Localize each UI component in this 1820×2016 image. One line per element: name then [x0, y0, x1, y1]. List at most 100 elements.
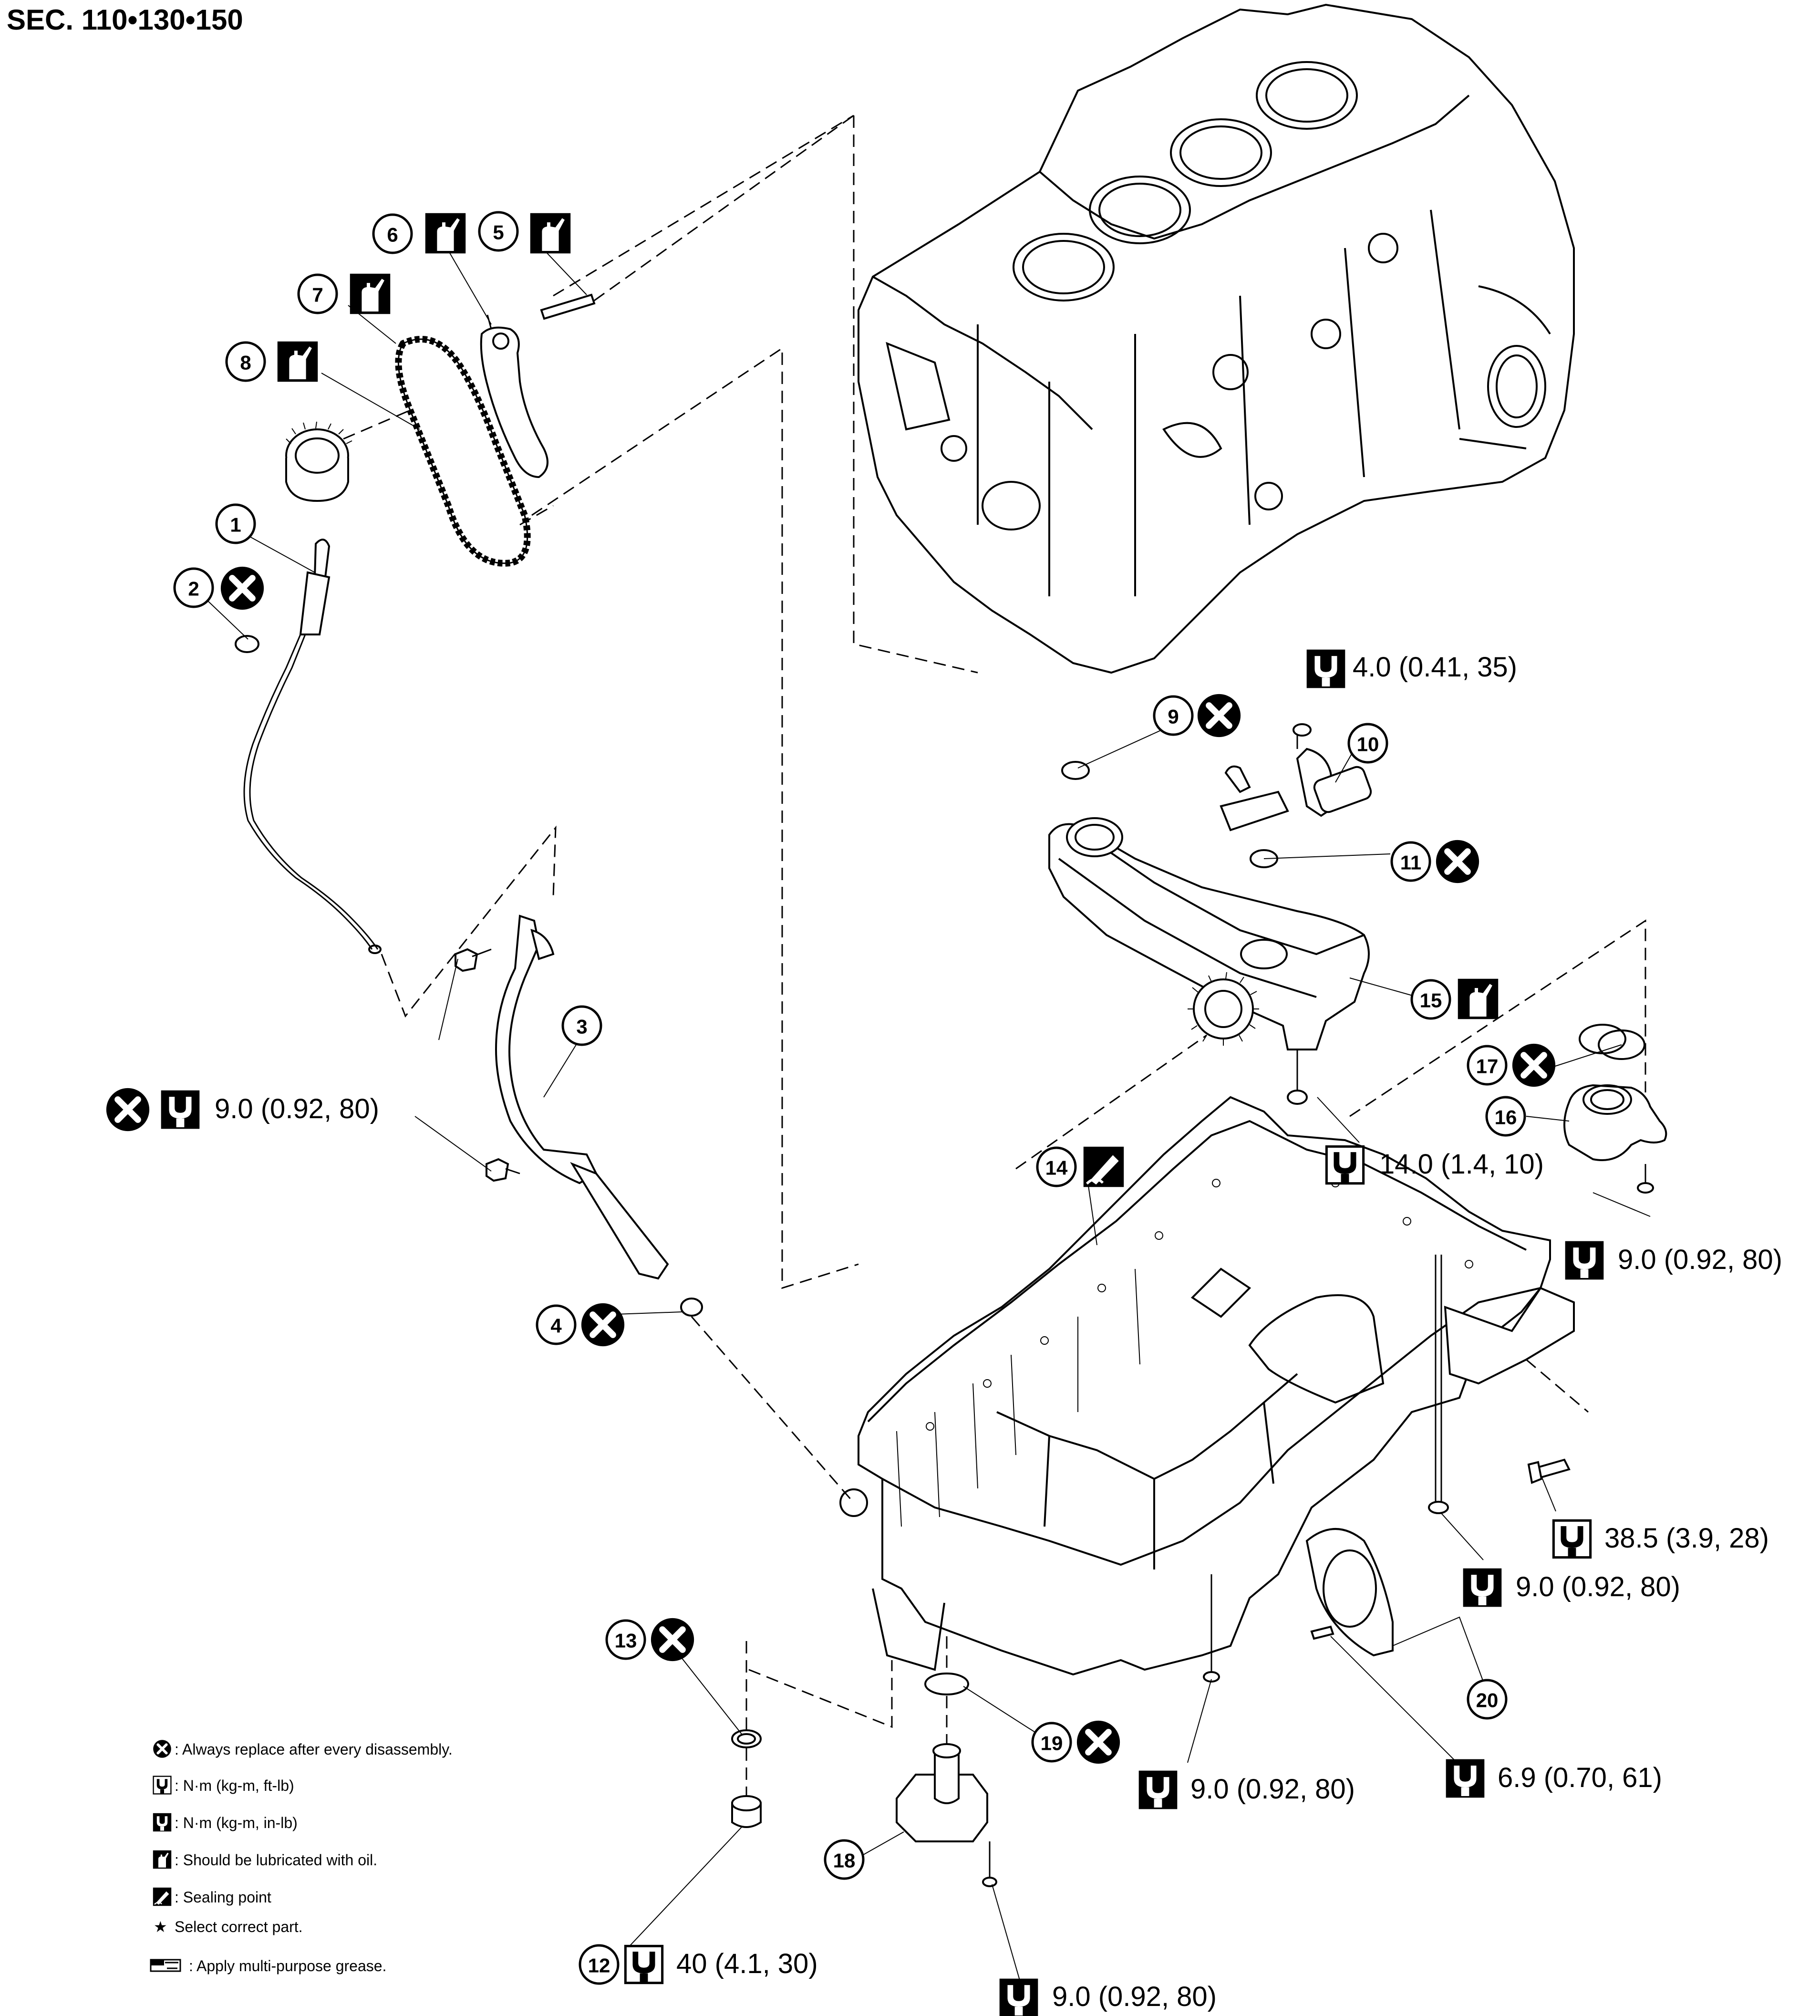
section-title: SEC. 110•130•150 [7, 4, 243, 36]
oil-can-icon [425, 213, 466, 254]
callout-11: 11 [1390, 841, 1431, 882]
legend: : Always replace after every disassembly… [150, 1740, 453, 1974]
torque-nm-ftlb-icon [625, 1946, 662, 1983]
torque-pan-bolt: 9.0 (0.92, 80) [1138, 1770, 1355, 1809]
callout-19: 19 [1031, 1722, 1072, 1763]
rear-cover-plate [1305, 1528, 1394, 1657]
torque-nm-ftlb-icon [153, 1776, 172, 1795]
torque-nm-inlb-icon [999, 1978, 1038, 2016]
callout-20-label: 20 [1476, 1689, 1499, 1712]
torque-value: 38.5 (3.9, 28) [1604, 1523, 1769, 1554]
drain-plug [731, 1729, 762, 1828]
legend-text: Select correct part. [175, 1918, 303, 1935]
legend-text: : N·m (kg-m, ft-lb) [175, 1777, 294, 1794]
torque-nm-ftlb-icon [1553, 1520, 1590, 1557]
replace-icon [153, 1740, 171, 1758]
torque-oil-pump: 14.0 (1.4, 10) [1326, 1146, 1544, 1183]
callout-14-label: 14 [1045, 1157, 1068, 1179]
callout-4-label: 4 [550, 1315, 562, 1337]
callout-9-label: 9 [1168, 706, 1179, 728]
torque-value: 14.0 (1.4, 10) [1379, 1149, 1544, 1180]
legend-row-torque-inlb: : N·m (kg-m, in-lb) [153, 1813, 298, 1832]
callout-11-label: 11 [1400, 852, 1421, 874]
legend-text: : Sealing point [175, 1889, 271, 1906]
replace-icon [106, 1088, 149, 1131]
callout-8-label: 8 [240, 352, 251, 374]
callout-8: 8 [225, 341, 266, 382]
oil-level-gauge-guide [455, 914, 703, 1317]
torque-nm-inlb-icon [1306, 649, 1345, 688]
callout-15: 15 [1410, 979, 1451, 1020]
o-ring-17 [1579, 1024, 1626, 1054]
legend-row-star: ★ Select correct part. [154, 1918, 303, 1935]
oil-can-icon [277, 341, 318, 382]
callout-10-label: 10 [1357, 733, 1379, 756]
callout-17-label: 17 [1476, 1055, 1499, 1078]
replace-icon [1436, 840, 1479, 883]
timing-chain-assembly [285, 293, 596, 567]
callout-6: 6 [372, 213, 413, 254]
torque-oil-level-sensor: 9.0 (0.92, 80) [1565, 1241, 1782, 1280]
oil-can-icon [350, 273, 391, 314]
legend-row-oil: : Should be lubricated with oil. [153, 1850, 377, 1869]
callout-18: 18 [824, 1839, 865, 1880]
torque-nm-inlb-icon [1138, 1770, 1178, 1809]
torque-nm-inlb-icon [1565, 1241, 1604, 1280]
callout-15-label: 15 [1420, 989, 1442, 1012]
torque-oil-control-valve: 4.0 (0.41, 35) [1306, 649, 1517, 688]
torque-value: 6.9 (0.70, 61) [1498, 1762, 1662, 1793]
callout-3: 3 [561, 1005, 602, 1046]
callout-5: 5 [478, 211, 519, 252]
callout-18-label: 18 [833, 1850, 856, 1872]
legend-text: : Always replace after every disassembly… [175, 1741, 453, 1758]
legend-text: : Apply multi-purpose grease. [189, 1957, 386, 1974]
star-icon: ★ [154, 1918, 167, 1935]
legend-row-replace: : Always replace after every disassembly… [153, 1740, 453, 1758]
torque-value: 9.0 (0.92, 80) [1052, 1981, 1217, 2012]
callout-16: 16 [1485, 1096, 1526, 1137]
callout-19-label: 19 [1041, 1732, 1063, 1755]
callout-1-label: 1 [230, 514, 241, 536]
legend-text: : N·m (kg-m, in-lb) [175, 1814, 298, 1831]
callout-7-label: 7 [312, 284, 323, 306]
torque-value: 9.0 (0.92, 80) [1516, 1571, 1680, 1602]
callout-16-label: 16 [1495, 1106, 1517, 1129]
torque-rear-plate: 6.9 (0.70, 61) [1446, 1759, 1662, 1798]
callout-2: 2 [173, 567, 214, 608]
callout-7: 7 [297, 273, 338, 314]
legend-row-grease: : Apply multi-purpose grease. [150, 1957, 386, 1974]
torque-nm-ftlb-icon [1326, 1146, 1363, 1183]
legend-row-torque-ftlb: : N·m (kg-m, ft-lb) [153, 1776, 294, 1795]
torque-nm-inlb-icon [1463, 1568, 1502, 1607]
replace-icon [581, 1303, 624, 1346]
oil-pan [839, 1096, 1575, 1683]
callout-12: 12 [579, 1944, 620, 1985]
callout-6-label: 6 [387, 224, 398, 246]
torque-nm-inlb-icon [161, 1090, 200, 1129]
callout-5-label: 5 [493, 221, 504, 244]
callout-10: 10 [1347, 723, 1388, 764]
torque-value: 9.0 (0.92, 80) [215, 1093, 379, 1124]
oil-can-icon [153, 1850, 172, 1869]
side-bolt [1527, 1458, 1571, 1484]
oil-can-icon [530, 213, 571, 254]
torque-value: 4.0 (0.41, 35) [1353, 652, 1517, 683]
torque-nm-inlb-icon [153, 1813, 172, 1832]
replace-icon [1512, 1044, 1555, 1087]
torque-value: 40 (4.1, 30) [676, 1948, 818, 1979]
cylinder-block [858, 3, 1575, 674]
oil-control-valve [1061, 723, 1372, 868]
legend-row-sealant: : Sealing point [153, 1887, 271, 1906]
callout-9: 9 [1153, 695, 1194, 736]
torque-long-bolt: 9.0 (0.92, 80) [1463, 1568, 1680, 1607]
torque-oil-filter-bracket: 9.0 (0.92, 80) [999, 1978, 1217, 2016]
block-dash-outline [853, 115, 978, 674]
callout-13: 13 [605, 1619, 646, 1660]
callout-2-label: 2 [188, 578, 199, 600]
callout-3-label: 3 [576, 1016, 587, 1038]
replace-icon [1198, 694, 1241, 737]
callout-17: 17 [1467, 1045, 1508, 1086]
oil-level-gauge [235, 539, 382, 954]
oil-can-icon [1458, 978, 1499, 1019]
